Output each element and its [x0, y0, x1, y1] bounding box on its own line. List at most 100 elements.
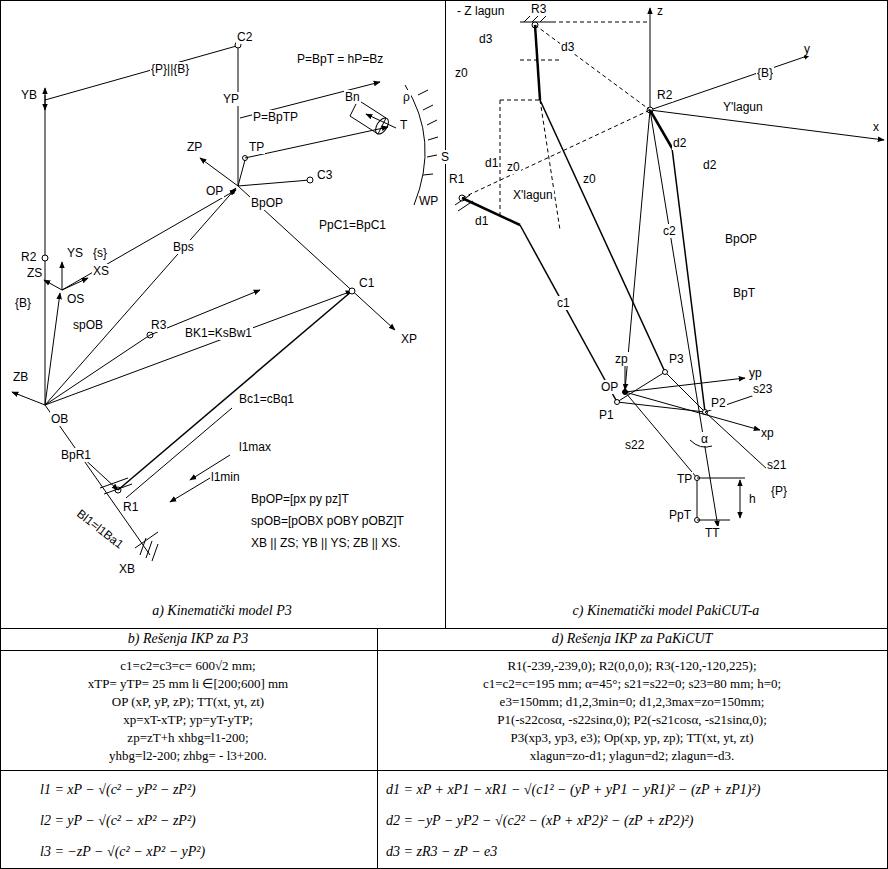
axis-label: Y'lagun	[722, 100, 764, 114]
formula: l1 = xP − √(c² − yP² − zP²)	[40, 782, 196, 798]
vector-label: Bps	[172, 240, 195, 254]
point-label: R3	[530, 2, 547, 16]
table-cell: P1(-s22cosα, -s22sinα,0); P2(-s21cosα, -…	[497, 712, 767, 728]
vector-label: P=BpT = hP=Bz	[296, 52, 384, 66]
dimension-label: l1max	[238, 440, 272, 454]
vector-label: spOB	[72, 318, 104, 332]
formula: l3 = −zP − √(c² − xP² − yP²)	[40, 844, 205, 860]
axis-label: zp	[614, 352, 629, 366]
point-label: P3	[668, 352, 685, 366]
dimension-label: h	[748, 492, 757, 506]
dimension-label: d2	[702, 158, 717, 172]
axis-label: XP	[400, 332, 418, 346]
table-cell: R1(-239,-239,0); R2(0,0,0); R3(-120,-120…	[507, 658, 756, 674]
table-cell: xTP= yTP= 25 mm li ∈[200;600] mm	[88, 676, 288, 692]
dimension-label: d3	[560, 40, 575, 54]
axis-label: XB	[118, 562, 136, 576]
p3-model-drawing	[12, 42, 438, 561]
dimension-label: d1	[484, 156, 499, 170]
axis-label: xp	[760, 426, 775, 440]
point-label: TP	[248, 140, 265, 154]
pakicut-model-drawing	[455, 8, 884, 527]
point-label: R1	[448, 172, 465, 186]
dimension-label: d2	[672, 136, 687, 150]
point-label: OP	[600, 380, 619, 394]
caption: a) Kinematički model P3	[152, 603, 292, 619]
point-label: TP	[676, 472, 693, 486]
axis-label: X'lagun	[512, 188, 554, 202]
table-cell: OP (xP, yP, zP); TT(xt, yt, zt)	[112, 694, 264, 710]
dimension-label: d3	[478, 32, 493, 46]
point-label: C1	[358, 276, 375, 290]
formula: l2 = yP − √(c² − xP² − zP²)	[40, 813, 196, 829]
table-cell: c1=c2=c=195 mm; α=45°; s21=s22=0; s23=80…	[483, 676, 781, 692]
frame-label: {P}	[770, 484, 788, 498]
vector-label: BpT	[732, 286, 756, 300]
point-label: R1	[122, 500, 139, 514]
point-label: C2	[236, 30, 253, 44]
symbol-label: α	[700, 432, 709, 446]
point-label: R3	[150, 318, 167, 332]
vector-label: PpT	[668, 508, 692, 522]
definition-text: spOB=[pOBX pOBY pOBZ]T	[250, 514, 405, 528]
dimension-label: z0	[506, 160, 521, 174]
axis-label: YP	[222, 92, 240, 106]
axis-label: z	[656, 4, 664, 18]
vector-label: PpC1=BpC1	[318, 218, 387, 232]
table-cell: c1=c2=c3=c= 600√2 mm;	[120, 658, 255, 674]
point-label: R2	[656, 88, 673, 102]
link-label: c1	[556, 296, 571, 310]
formula: d3 = zR3 − zP − e3	[386, 844, 497, 860]
definition-text: BpOP=[px py pz]T	[250, 492, 350, 506]
point-label: P1	[598, 408, 615, 422]
vector-label: Bl1=l1Ba1	[73, 506, 127, 552]
axis-label: YB	[20, 88, 38, 102]
dimension-label: z0	[582, 172, 597, 186]
dimension-label: s23	[752, 382, 773, 396]
vector-label: Bc1=cBq1	[238, 392, 295, 406]
dimension-label: s21	[766, 458, 787, 472]
point-label: OB	[50, 412, 69, 426]
dimension-label: d1	[474, 214, 489, 228]
symbol-label: ρ	[402, 90, 411, 104]
vector-label: P=BpTP	[252, 110, 299, 124]
axis-label: yp	[748, 366, 763, 380]
point-label: OP	[205, 184, 224, 198]
vector-label: BpR1	[60, 448, 92, 462]
axis-label: ZB	[12, 370, 29, 384]
axis-label: YS	[66, 246, 84, 260]
table-cell: P3(xp3, yp3, e3); Op(xp, yp, zp); TT(xt,…	[510, 730, 753, 746]
axis-label: - Z lagun	[456, 4, 505, 18]
table-header: b) Rešenja IKP za P3	[128, 631, 248, 647]
frame-label: {s}	[92, 246, 108, 260]
point-label: T	[399, 118, 408, 132]
point-label: TT	[704, 526, 721, 540]
table-cell: e3=150mm; d1,2,3min=0; d1,2,3max=zo=150m…	[500, 694, 765, 710]
link-label: c2	[662, 224, 677, 238]
vector-label: BpOP	[250, 196, 284, 210]
table-cell: yhbg=l2-200; zhbg= - l3+200.	[109, 748, 267, 764]
caption: c) Kinematički model PakiCUT-a	[573, 603, 760, 619]
dimension-label: s22	[624, 438, 645, 452]
vector-label: BK1=KsBw1	[184, 326, 253, 340]
axis-label: x	[872, 120, 880, 134]
table-cell: xp=xT-xTP; yp=yT-yTP;	[123, 712, 253, 728]
vector-label: BpOP	[724, 232, 758, 246]
axis-label: y	[803, 42, 811, 56]
axis-label: ZP	[186, 140, 203, 154]
vector-label: Bn	[344, 90, 361, 104]
dimension-label: z0	[454, 66, 469, 80]
table-header: d) Rešenja IKP za PaKiCUT	[552, 631, 713, 647]
point-label: C3	[316, 168, 333, 182]
definition-text: XB || ZS; YB || YS; ZB || XS.	[250, 536, 402, 550]
formula: d1 = xP + xP1 − xR1 − √(c1² − (yP + yP1 …	[386, 782, 760, 798]
symbol-label: S	[440, 150, 450, 164]
frame-label: {B}	[756, 66, 774, 80]
table-cell: xlagun=zo-d1; ylagun=d2; zlagun=-d3.	[530, 748, 734, 764]
dimension-label: l1min	[210, 470, 241, 484]
axis-label: XS	[92, 264, 110, 278]
frame-label: {P}||{B}	[150, 62, 190, 76]
symbol-label: WP	[418, 194, 439, 208]
